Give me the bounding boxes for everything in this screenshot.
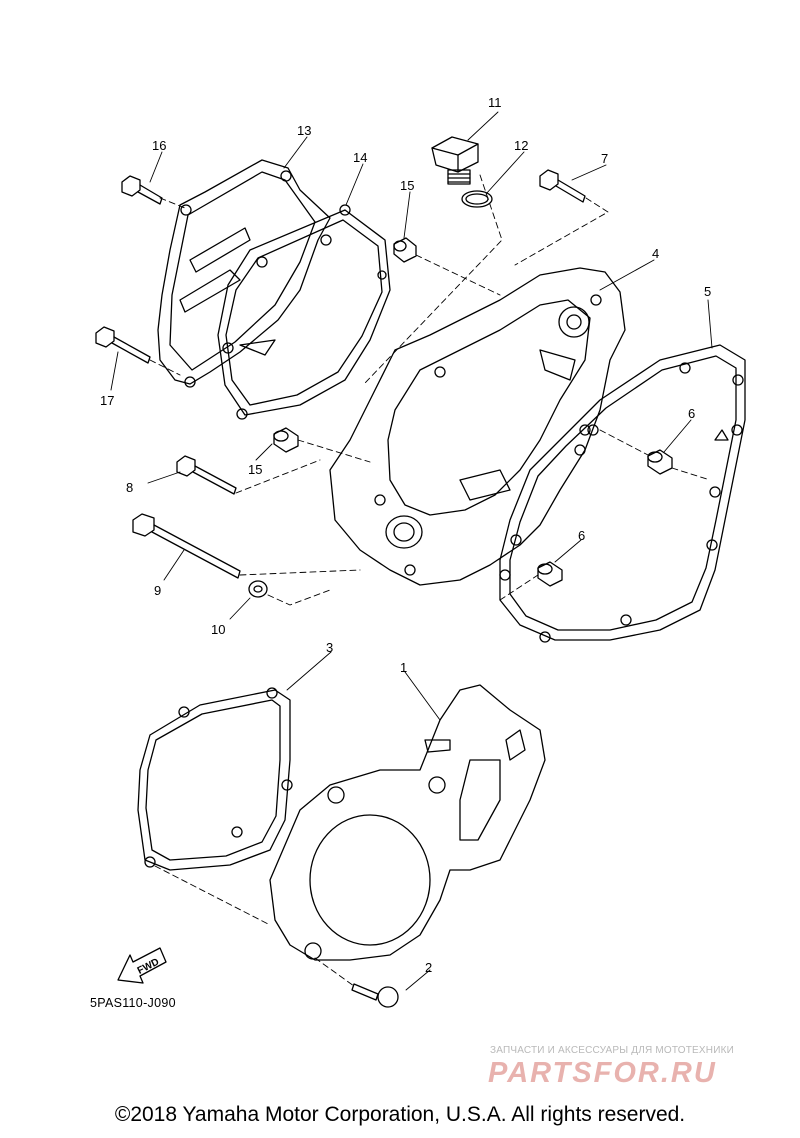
callout-17: 17 bbox=[100, 393, 114, 408]
part-3-gasket bbox=[137, 687, 293, 871]
callout-15-lower: 15 bbox=[248, 462, 262, 477]
part-10-washer bbox=[248, 580, 268, 598]
callout-5: 5 bbox=[704, 284, 711, 299]
callout-8: 8 bbox=[126, 480, 133, 495]
copyright-notice: ©2018 Yamaha Motor Corporation, U.S.A. A… bbox=[114, 1103, 686, 1126]
part-16-bolt bbox=[121, 175, 163, 205]
watermark-tagline: ЗАПЧАСТИ И АКСЕССУАРЫ ДЛЯ МОТОТЕХНИКИ bbox=[490, 1045, 735, 1056]
part-13-outer-cover bbox=[157, 159, 331, 388]
part-14-gasket bbox=[217, 204, 391, 420]
part-17-bolt bbox=[95, 326, 151, 364]
callout-13: 13 bbox=[297, 123, 311, 138]
part-11-filler-plug bbox=[431, 136, 479, 185]
callout-14: 14 bbox=[353, 150, 367, 165]
callout-9: 9 bbox=[154, 583, 161, 598]
callout-10: 10 bbox=[211, 622, 225, 637]
callout-2: 2 bbox=[425, 960, 432, 975]
part-5-gasket bbox=[499, 344, 746, 643]
part-15-dowel-lower bbox=[273, 427, 299, 453]
callout-1: 1 bbox=[400, 660, 407, 675]
callout-3: 3 bbox=[326, 640, 333, 655]
callout-15-upper: 15 bbox=[400, 178, 414, 193]
callout-6-lower: 6 bbox=[578, 528, 585, 543]
diagram-reference-code: 5PAS110-J090 bbox=[90, 996, 176, 1010]
watermark-logo: PARTSFOR.RU bbox=[488, 1057, 717, 1089]
fwd-arrow bbox=[117, 947, 167, 984]
part-8-bolt bbox=[176, 455, 237, 495]
callout-11: 11 bbox=[488, 95, 502, 110]
part-2-screw bbox=[351, 983, 399, 1008]
part-15-dowel-upper bbox=[393, 237, 417, 263]
part-6-dowel-upper bbox=[647, 449, 673, 475]
callout-12: 12 bbox=[514, 138, 528, 153]
callout-6-upper: 6 bbox=[688, 406, 695, 421]
part-1-cover bbox=[269, 684, 546, 961]
part-12-o-ring bbox=[461, 190, 493, 208]
callout-4: 4 bbox=[652, 246, 659, 261]
callout-16: 16 bbox=[152, 138, 166, 153]
part-6-dowel-lower bbox=[537, 561, 563, 587]
fwd-label: FWD bbox=[136, 957, 161, 977]
part-7-bolt bbox=[539, 169, 586, 203]
part-9-long-bolt bbox=[132, 513, 241, 579]
callout-7: 7 bbox=[601, 151, 608, 166]
